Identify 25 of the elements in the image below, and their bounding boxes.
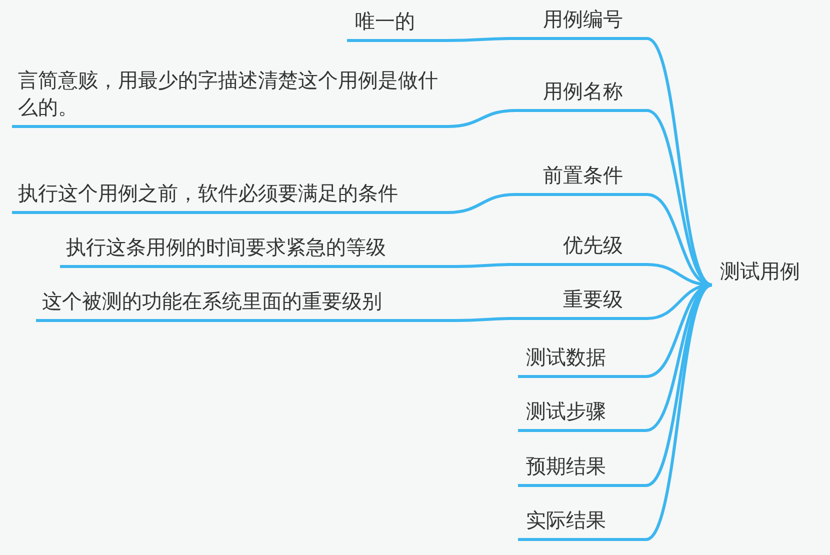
branch-line <box>646 109 713 286</box>
topic-label: 这个被测的功能在系统里面的重要级别 <box>42 288 382 315</box>
branch-line <box>456 263 516 268</box>
branch-line <box>646 37 713 286</box>
topic-label: 用例编号 <box>543 6 623 33</box>
branch-line <box>456 317 516 322</box>
topic-label: 用例名称 <box>543 78 623 105</box>
branch-line <box>645 284 713 541</box>
branch-line <box>646 193 712 286</box>
topic-label: 唯一的 <box>355 8 415 35</box>
topic-label: 前置条件 <box>543 162 623 189</box>
topic-label: 言简意赅，用最少的字描述清楚这个用例是做什么的。 <box>18 67 439 121</box>
topic-label: 优先级 <box>563 232 623 259</box>
topic-label: 测试用例 <box>720 258 800 285</box>
branch-line <box>646 284 712 378</box>
topic-label: 预期结果 <box>526 453 606 480</box>
branch-line <box>448 193 516 214</box>
topic-label: 实际结果 <box>526 507 606 534</box>
topic-label: 测试步骤 <box>526 398 606 425</box>
topic-label: 重要级 <box>563 286 623 313</box>
branch-line <box>447 37 515 42</box>
branch-line <box>448 109 516 128</box>
topic-label: 执行这条用例的时间要求紧急的等级 <box>66 234 386 261</box>
topic-label: 执行这个用例之前，软件必须要满足的条件 <box>18 180 398 207</box>
topic-label: 测试数据 <box>526 344 606 371</box>
